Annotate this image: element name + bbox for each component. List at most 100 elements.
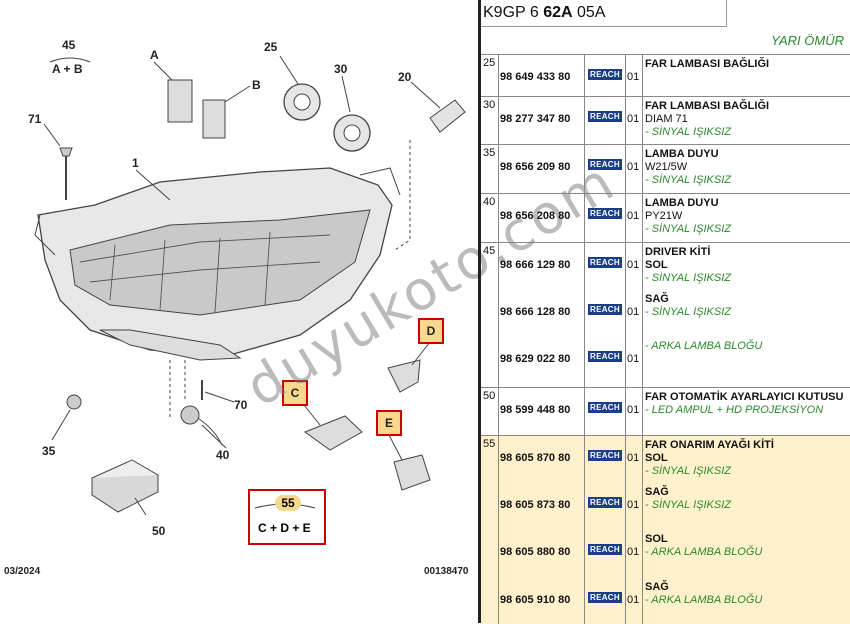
item-number: 55 (483, 438, 496, 450)
callout-45: 45 (62, 38, 76, 52)
reach-badge: REACH (588, 592, 622, 603)
reach-badge: REACH (588, 304, 622, 315)
column-rule (584, 194, 585, 243)
callout-40: 40 (216, 448, 230, 462)
part-number[interactable]: 98 629 022 80 (500, 353, 571, 365)
column-rule (642, 97, 643, 145)
callout-c-d-e: C + D + E (258, 521, 311, 535)
column-rule (498, 145, 499, 194)
part-note: - ARKA LAMBA BLOĞU (645, 594, 763, 606)
part-number[interactable]: 98 656 209 80 (500, 161, 571, 173)
column-rule (625, 436, 626, 624)
model-code-bold: 62A (543, 4, 573, 21)
column-rule (498, 55, 499, 97)
reach-badge: REACH (588, 497, 622, 508)
part-number[interactable]: 98 666 129 80 (500, 259, 571, 271)
part-note: - ARKA LAMBA BLOĞU (645, 340, 763, 352)
life-label: YARI ÖMÜR (771, 33, 844, 48)
reach-badge: REACH (588, 159, 622, 170)
column-rule (642, 55, 643, 97)
panel-divider (478, 0, 481, 623)
column-rule (625, 194, 626, 243)
diagram-reference: 00138470 (424, 566, 469, 577)
part-title: FAR OTOMATİK AYARLAYICI KUTUSU (645, 391, 844, 403)
column-rule (584, 145, 585, 194)
model-code-prefix: K9GP 6 (483, 4, 544, 21)
part-note: - SİNYAL IŞIKSIZ (645, 126, 731, 138)
column-rule (584, 55, 585, 97)
part-title: FAR ONARIM AYAĞI KİTİ (645, 439, 774, 451)
quantity: 01 (627, 594, 640, 606)
quantity: 01 (627, 499, 640, 511)
column-rule (642, 436, 643, 624)
part-number[interactable]: 98 656 208 80 (500, 210, 571, 222)
callout-35: 35 (42, 444, 56, 458)
column-rule (642, 194, 643, 243)
part-number[interactable]: 98 605 880 80 (500, 546, 571, 558)
part-note: - SİNYAL IŞIKSIZ (645, 306, 731, 318)
column-rule (584, 436, 585, 624)
callout-25: 25 (264, 40, 278, 54)
quantity: 01 (627, 210, 640, 222)
callout-e: E (376, 410, 402, 436)
quantity: 01 (627, 306, 640, 318)
quantity: 01 (627, 353, 640, 365)
part-note: - LED AMPUL + HD PROJEKSİYON (645, 404, 824, 416)
reach-badge: REACH (588, 402, 622, 413)
column-rule (498, 243, 499, 388)
part-note: - SİNYAL IŞIKSIZ (645, 272, 731, 284)
quantity: 01 (627, 259, 640, 271)
part-note: - ARKA LAMBA BLOĞU (645, 546, 763, 558)
reach-badge: REACH (588, 69, 622, 80)
reach-badge: REACH (588, 111, 622, 122)
item-number: 25 (483, 57, 496, 69)
part-title: SAĞ (645, 293, 669, 305)
column-rule (498, 194, 499, 243)
callout-a: A (150, 48, 159, 62)
model-code-suffix: 05A (572, 4, 606, 21)
part-number[interactable]: 98 277 347 80 (500, 113, 571, 125)
column-rule (625, 55, 626, 97)
column-rule (625, 243, 626, 388)
quantity: 01 (627, 113, 640, 125)
quantity: 01 (627, 546, 640, 558)
column-rule (642, 145, 643, 194)
part-number[interactable]: 98 605 910 80 (500, 594, 571, 606)
callout-55-box: 55 C + D + E (248, 489, 326, 545)
reach-badge: REACH (588, 544, 622, 555)
column-rule (498, 436, 499, 624)
column-rule (625, 97, 626, 145)
reach-badge: REACH (588, 450, 622, 461)
callout-30: 30 (334, 62, 348, 76)
part-side: SOL (645, 259, 668, 271)
item-number: 40 (483, 196, 496, 208)
part-number[interactable]: 98 605 873 80 (500, 499, 571, 511)
column-rule (498, 97, 499, 145)
callout-71: 71 (28, 112, 42, 126)
item-number: 50 (483, 390, 496, 402)
part-note: - SİNYAL IŞIKSIZ (645, 223, 731, 235)
callout-70: 70 (234, 398, 248, 412)
part-title: SAĞ (645, 581, 669, 593)
callout-55-badge: 55 (275, 495, 301, 511)
quantity: 01 (627, 404, 640, 416)
reach-badge: REACH (588, 351, 622, 362)
part-number[interactable]: 98 649 433 80 (500, 71, 571, 83)
diagram-date: 03/2024 (4, 566, 41, 577)
item-number: 35 (483, 147, 496, 159)
section-50: 50 FAR OTOMATİK AYARLAYICI KUTUSU- LED AM… (481, 387, 850, 436)
part-number[interactable]: 98 666 128 80 (500, 306, 571, 318)
part-number[interactable]: 98 605 870 80 (500, 452, 571, 464)
callout-20: 20 (398, 70, 412, 84)
quantity: 01 (627, 161, 640, 173)
item-number: 30 (483, 99, 496, 111)
callout-b: B (252, 78, 261, 92)
part-spec: PY21W (645, 210, 683, 222)
column-rule (498, 388, 499, 436)
part-number[interactable]: 98 599 448 80 (500, 404, 571, 416)
quantity: 01 (627, 452, 640, 464)
